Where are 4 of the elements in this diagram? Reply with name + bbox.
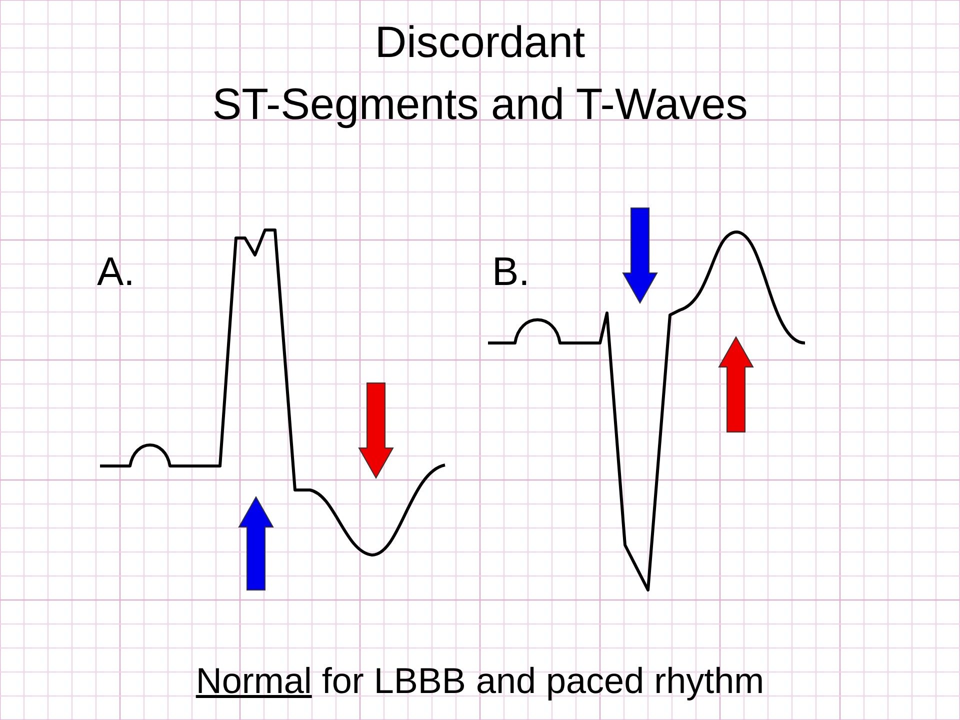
title: Discordant ST-Segments and T-Waves [211, 17, 749, 131]
panel-label: A. [97, 250, 135, 295]
panel-label: B. [492, 250, 530, 295]
caption: Normal for LBBB and paced rhythm [194, 660, 766, 702]
